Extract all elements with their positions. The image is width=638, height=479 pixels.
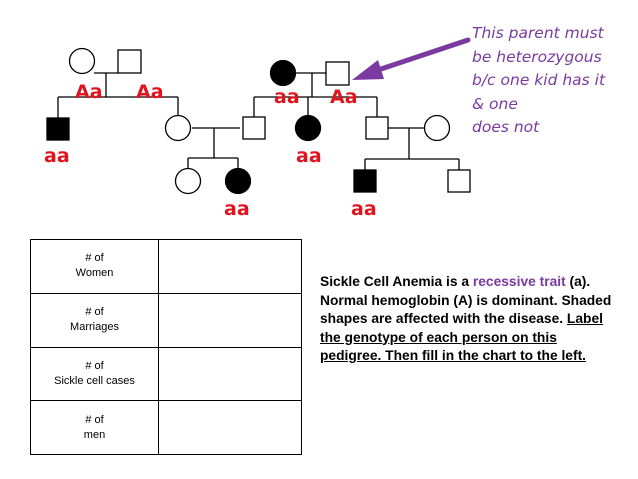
gen3-son [447, 169, 471, 193]
gen2-son-affected [46, 117, 70, 141]
pedigree-symbols [46, 47, 471, 195]
gen1-left-male [117, 49, 142, 74]
gen1-left-female [68, 47, 96, 75]
chart-value-marriages[interactable] [158, 292, 302, 348]
gen3-son-affected [353, 169, 377, 193]
gen2-daughter-married [164, 114, 192, 142]
genotype-gen3-left-daughter: aa [224, 198, 250, 220]
pedigree-lines [57, 72, 460, 170]
pedigree-diagram: Aa Aa aa Aa aa aa aa aa [44, 37, 471, 220]
heterozygous-annotation: This parent must be heterozygous b/c one… [472, 22, 638, 140]
gen1-right-male [325, 61, 350, 86]
gen3-daughter-affected [224, 167, 252, 195]
gen1-right-female [269, 59, 297, 87]
genotype-gen3-right-son: aa [351, 198, 377, 220]
recessive-trait-term: recessive trait [472, 274, 566, 289]
genotype-gen2-son: aa [44, 145, 70, 167]
gen2-wife-right [423, 114, 451, 142]
genotype-gen1-right-male: Aa [330, 86, 358, 108]
annotation-arrow [352, 37, 471, 80]
annotation-line: & one [472, 94, 518, 113]
annotation-line: b/c one kid has it [472, 71, 606, 89]
annotation-line: This parent must [472, 24, 604, 42]
instructions-text: Sickle Cell Anemia is a recessive trait … [320, 274, 612, 363]
annotation-line: be heterozygous [472, 47, 602, 66]
genotype-gen1-left-female: Aa [75, 81, 103, 103]
instructions-task: Label the genotype of each person on thi… [320, 311, 603, 363]
gen2-daughter-affected [294, 114, 322, 142]
annotation-line: does not [472, 118, 540, 136]
genotype-labels: Aa Aa aa Aa aa aa aa aa [44, 81, 377, 220]
chart-value-men[interactable] [158, 400, 302, 455]
genotype-gen2-daughter: aa [296, 145, 322, 167]
chart-value-sickle-cases[interactable] [158, 346, 302, 402]
genotype-gen1-left-male: Aa [136, 81, 164, 103]
gen3-daughter [174, 167, 202, 195]
chart-value-women[interactable] [158, 239, 302, 294]
gen2-son-married-right [365, 116, 389, 140]
gen2-son-married [242, 116, 266, 140]
genotype-gen1-right-female: aa [274, 86, 300, 108]
